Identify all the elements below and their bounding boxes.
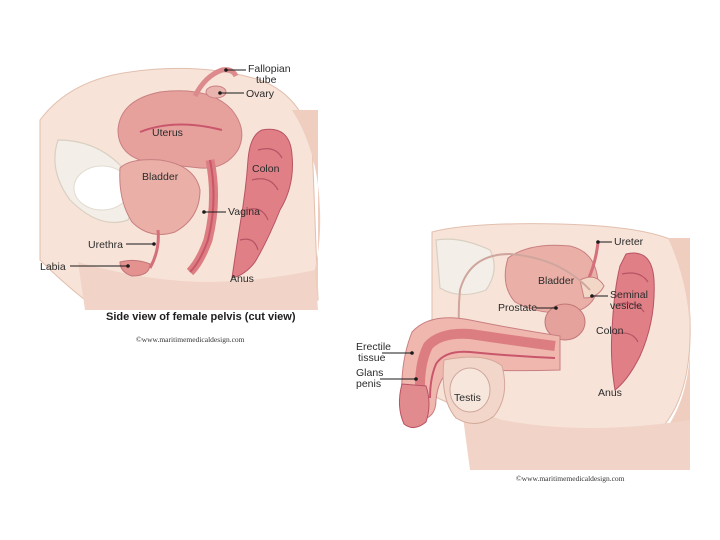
male-glans [399, 384, 429, 428]
label-ureter: Ureter [614, 236, 644, 248]
male-pelvis-illustration [399, 224, 690, 470]
female-pelvis-illustration [40, 68, 320, 310]
label-anus-female: Anus [230, 273, 254, 285]
label-glans-penis-line2: penis [356, 378, 381, 390]
label-colon-female: Colon [252, 163, 280, 175]
label-urethra: Urethra [88, 239, 123, 251]
label-uterus: Uterus [152, 127, 183, 139]
label-vagina: Vagina [228, 206, 260, 218]
label-bladder-female: Bladder [142, 171, 179, 183]
label-prostate: Prostate [498, 302, 537, 314]
label-labia: Labia [40, 261, 66, 273]
label-anus-male: Anus [598, 387, 622, 399]
label-bladder-male: Bladder [538, 275, 575, 287]
female-caption: Side view of female pelvis (cut view) [106, 311, 296, 323]
label-seminal-vesicle-line2: vesicle [610, 300, 642, 312]
label-erectile-tissue-line2: tissue [358, 352, 386, 364]
male-pubic-bone [436, 239, 494, 294]
female-credit: ©www.maritimemedicaldesign.com [136, 335, 245, 344]
label-ovary: Ovary [246, 88, 275, 100]
female-ovary [206, 86, 226, 98]
label-testis: Testis [454, 392, 481, 404]
label-colon-male: Colon [596, 325, 624, 337]
male-credit: ©www.maritimemedicaldesign.com [516, 474, 625, 483]
label-fallopian-tube-line2: tube [256, 74, 277, 86]
male-testis [450, 368, 490, 412]
